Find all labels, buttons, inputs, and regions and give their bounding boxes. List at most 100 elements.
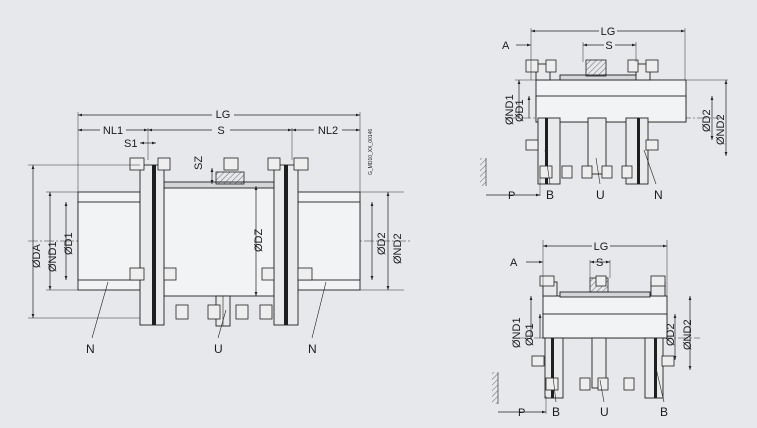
dim-nl1-label: NL1 bbox=[103, 125, 123, 137]
nl2-label-bg bbox=[314, 123, 342, 135]
br-lg-bg bbox=[592, 240, 610, 252]
bolt-mid-4 bbox=[297, 267, 313, 281]
bolt-bot-1 bbox=[175, 304, 189, 320]
tr-left-pack bbox=[545, 118, 548, 184]
dim-lg-label: LG bbox=[216, 109, 231, 121]
tr-wall-hatch bbox=[480, 158, 486, 186]
bolt-top-3 bbox=[223, 157, 239, 171]
left-hub-bore bbox=[77, 201, 141, 281]
br-wall-hatch bbox=[492, 372, 498, 404]
br-spacer-flange bbox=[559, 291, 651, 298]
bolt-bot-3 bbox=[235, 304, 249, 320]
br-part-b-left: B bbox=[552, 405, 560, 419]
spacer-key bbox=[215, 171, 245, 185]
dim-nd2-label: ØND2 bbox=[392, 233, 404, 264]
br-bore bbox=[542, 313, 668, 339]
tr-key bbox=[585, 59, 607, 77]
br-dim-d1-label: ØD1 bbox=[524, 323, 536, 346]
dim-da-label: ØDA bbox=[31, 244, 43, 269]
br-part-u: U bbox=[600, 405, 609, 419]
tr-dim-a-label: A bbox=[502, 40, 510, 52]
tr-leader-u bbox=[595, 157, 601, 185]
bolt-mid-2 bbox=[163, 267, 177, 281]
tr-bolt-4 bbox=[645, 59, 659, 73]
dim-s1-label: S1 bbox=[124, 138, 137, 150]
br-bolt-4 bbox=[531, 355, 545, 367]
br-bolt-2 bbox=[595, 275, 607, 287]
dim-dz-label: ØDZ bbox=[253, 229, 265, 253]
tr-middle-lug bbox=[587, 117, 607, 175]
part-u: U bbox=[214, 342, 223, 356]
br-dim-nd1-label: ØND1 bbox=[511, 317, 523, 348]
tr-dim-nd1-label: ØND1 bbox=[504, 94, 516, 125]
tr-bore bbox=[535, 95, 687, 123]
tr-bolt-3 bbox=[627, 59, 639, 73]
tr-part-u: U bbox=[596, 188, 605, 202]
tr-bolt-2 bbox=[545, 59, 557, 73]
tr-bolt-7 bbox=[539, 165, 553, 179]
tr-part-b: B bbox=[546, 188, 554, 202]
bolt-top-1 bbox=[129, 157, 145, 171]
tr-dim-p-label: P bbox=[508, 190, 515, 202]
bolt-bot-4 bbox=[259, 304, 273, 320]
bolt-top-2 bbox=[157, 157, 171, 171]
nl1-label-bg bbox=[100, 123, 126, 135]
view-top-right: LG A S ØND1 ØD1 ØD2 ØND2 P B U N bbox=[480, 25, 728, 202]
bolt-top-5 bbox=[293, 157, 309, 171]
br-right-pack bbox=[654, 338, 657, 398]
bolt-top-4 bbox=[267, 157, 281, 171]
leader-n-left bbox=[91, 281, 109, 339]
br-leader-b-left bbox=[551, 367, 557, 403]
tr-leader-b bbox=[544, 149, 551, 185]
tr-bolt-8 bbox=[561, 165, 573, 179]
tr-bolt-5 bbox=[525, 139, 539, 151]
br-bolt-7 bbox=[579, 377, 591, 391]
tr-bolt-9 bbox=[581, 165, 593, 179]
leader-u bbox=[217, 309, 227, 339]
br-bolt-1 bbox=[539, 275, 555, 287]
bolt-bot-2 bbox=[207, 304, 221, 320]
br-left-pack bbox=[551, 338, 554, 398]
br-dim-p-label: P bbox=[518, 407, 525, 419]
tr-bolt-11 bbox=[621, 165, 633, 179]
tr-bolt-1 bbox=[525, 59, 539, 73]
tr-lg-bg bbox=[599, 25, 617, 37]
dim-s-label: S bbox=[217, 125, 224, 137]
drawing-code: G_MD10_XX_00146 bbox=[368, 129, 374, 175]
br-bolt-8 bbox=[597, 377, 609, 391]
main-view: LG NL1 S NL2 S1 SZ ØDA ØND1 ØD1 ØDZ ØD2 … bbox=[28, 108, 410, 356]
dim-d1-label: ØD1 bbox=[63, 232, 75, 255]
dim-nd1-label: ØND1 bbox=[47, 241, 59, 272]
tr-bolt-10 bbox=[601, 165, 613, 179]
lg-label-bg bbox=[212, 108, 234, 120]
tr-dim-d1-label: ØD1 bbox=[514, 99, 526, 122]
br-dim-nd2-label: ØND2 bbox=[682, 319, 694, 350]
tr-bolt-6 bbox=[645, 139, 659, 151]
tr-part-n: N bbox=[654, 188, 663, 202]
tr-dim-nd2-label: ØND2 bbox=[715, 114, 727, 145]
dim-sz-label: SZ bbox=[193, 156, 205, 170]
bolt-mid-1 bbox=[129, 267, 145, 281]
br-leader-u bbox=[599, 379, 605, 403]
part-n-right: N bbox=[308, 342, 317, 356]
bolt-mid-3 bbox=[261, 267, 275, 281]
tr-right-pack bbox=[637, 118, 640, 184]
s-label-bg bbox=[212, 123, 230, 135]
tr-dim-s-label: S bbox=[605, 40, 612, 52]
dim-nl2-label: NL2 bbox=[318, 125, 338, 137]
br-part-b-right: B bbox=[660, 405, 668, 419]
tr-dim-d2-label: ØD2 bbox=[701, 109, 713, 132]
right-hub-bore bbox=[297, 201, 361, 281]
part-n-left: N bbox=[86, 342, 95, 356]
br-leader-b-right bbox=[655, 367, 665, 403]
tr-s-bg bbox=[604, 39, 615, 51]
br-bolt-5 bbox=[661, 355, 675, 367]
dim-d2-label: ØD2 bbox=[376, 232, 388, 255]
tr-dim-lg-label: LG bbox=[601, 26, 616, 38]
br-bolt-6 bbox=[545, 377, 559, 391]
tr-leader-n bbox=[643, 149, 657, 185]
br-bolt-3 bbox=[650, 275, 666, 287]
br-dim-lg-label: LG bbox=[594, 241, 609, 253]
view-bottom-right: LG A S ØND1 ØD1 ØD2 ØND2 P B U B bbox=[492, 240, 700, 419]
